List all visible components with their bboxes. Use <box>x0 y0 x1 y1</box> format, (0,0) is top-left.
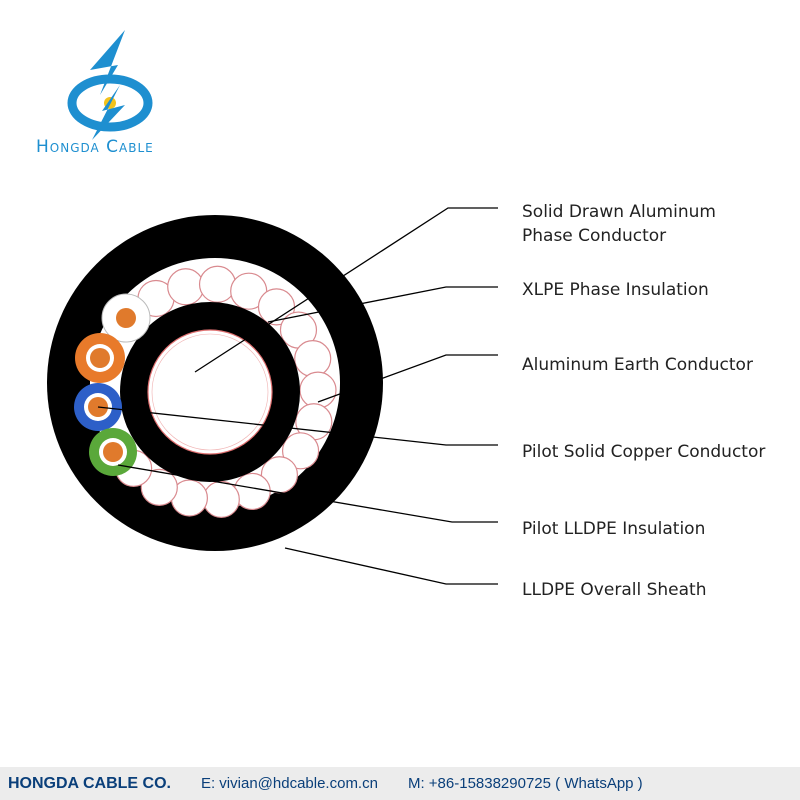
phase-conductor <box>147 329 273 455</box>
leader-phase-conductor <box>194 207 498 373</box>
pilot-core-white <box>101 293 151 343</box>
earth-wire <box>294 340 332 378</box>
earth-wire <box>198 265 237 303</box>
label-phase-insulation: XLPE Phase Insulation <box>522 280 709 300</box>
label-overall-sheath: LLDPE Overall Sheath <box>522 580 707 600</box>
footer-bar: HONGDA CABLE CO. E: vivian@hdcable.com.c… <box>0 767 800 800</box>
label-earth-conductor: Aluminum Earth Conductor <box>522 355 753 375</box>
label-pilot-conductor: Pilot Solid Copper Conductor <box>522 442 766 462</box>
footer-email[interactable]: E: vivian@hdcable.com.cn <box>200 775 378 792</box>
leader-overall-sheath <box>284 547 498 585</box>
earth-wire <box>233 472 271 511</box>
pilot-core-orange <box>75 333 125 383</box>
earth-wire <box>299 371 337 409</box>
earth-wire <box>281 432 320 470</box>
logo-text: Hongda Cable <box>36 137 154 157</box>
leader-phase-insulation <box>267 286 498 323</box>
earth-wire <box>140 468 178 506</box>
leader-pilot-insulation <box>117 464 498 523</box>
label-phase-conductor: Solid Drawn Aluminum Phase Conductor <box>522 202 716 246</box>
footer-company: HONGDA CABLE CO. <box>8 774 171 792</box>
hongda-logo-icon <box>67 30 153 140</box>
earth-wire <box>167 268 205 306</box>
leader-pilot-conductor <box>97 406 498 446</box>
earth-conductor-wires <box>115 265 337 519</box>
earth-wire <box>202 480 240 519</box>
cable-cross-section-diagram <box>47 207 498 585</box>
leader-earth-conductor <box>317 354 498 403</box>
label-pilot-insulation: Pilot LLDPE Insulation <box>522 519 706 539</box>
footer-phone[interactable]: M: +86-15838290725 ( WhatsApp ) <box>407 775 643 792</box>
pilot-core-green <box>89 428 137 476</box>
